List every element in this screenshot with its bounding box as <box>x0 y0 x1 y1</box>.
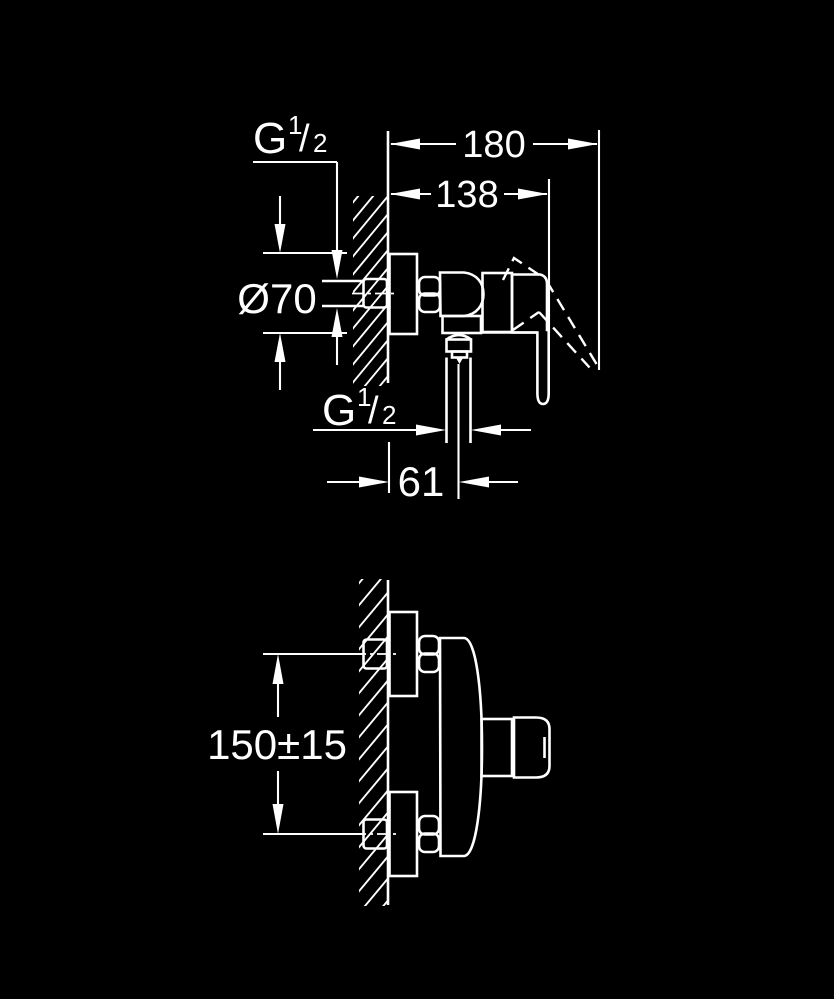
rosette-escutcheon <box>388 252 419 336</box>
dimension-138-label: 138 <box>435 174 498 216</box>
arrowhead-down <box>331 250 343 279</box>
side-view: 180 138 G 1 / 2 <box>237 110 601 505</box>
outlet-union-nut <box>445 338 473 353</box>
cartridge-ring <box>481 271 514 334</box>
arrowhead-down <box>274 224 286 253</box>
outlet-shoulder <box>445 333 472 341</box>
lever-handle-open-dashed <box>501 256 598 369</box>
dimension-diameter-label: Ø70 <box>237 275 316 322</box>
arrowhead-left <box>390 188 420 200</box>
arrowhead-right <box>518 188 548 200</box>
dimension-connection-distance: 150±15 <box>207 652 362 836</box>
valve-body-lower <box>441 314 483 335</box>
hex-nut-upper-a <box>417 634 441 656</box>
arrowhead-up <box>272 654 284 684</box>
thread-callout-outlet: G 1 / 2 <box>313 382 531 436</box>
arrowhead-right <box>359 476 389 488</box>
thread-top-slash: / <box>299 118 310 160</box>
rosette-upper <box>388 610 419 698</box>
dimension-61-label: 61 <box>398 458 445 505</box>
thread-outlet-base: G <box>322 386 356 435</box>
dimension-depth-to-handle: 138 <box>390 174 551 333</box>
hex-nut-lower-a <box>417 814 441 836</box>
outlet-nipple <box>450 350 469 359</box>
arrowhead-down <box>272 804 284 834</box>
thread-outlet-denominator: 2 <box>382 400 396 430</box>
dimension-overall-depth: 180 <box>390 124 601 370</box>
hex-nut-upper-b <box>417 652 441 674</box>
arrowhead-right <box>416 424 446 436</box>
thread-top-denominator: 2 <box>313 128 327 158</box>
thread-outlet-slash: / <box>368 390 379 432</box>
outlet-tip <box>455 357 464 364</box>
lever-handle-closed <box>510 273 550 406</box>
cartridge-housing <box>480 717 514 778</box>
handle-end <box>512 716 551 779</box>
thread-label-outlet: G 1 / 2 <box>322 382 396 435</box>
arrowhead-left <box>459 476 489 488</box>
wall-hatching <box>359 579 388 906</box>
arrowhead-right <box>568 138 598 150</box>
thread-top-base: G <box>253 114 287 163</box>
valve-body <box>438 636 484 858</box>
dimension-150-label: 150±15 <box>207 721 347 768</box>
arrowhead-up <box>331 308 343 337</box>
dimension-outlet-offset: 61 <box>327 442 518 505</box>
dimension-rosette-diameter: Ø70 <box>237 196 347 390</box>
hex-nut-lower-b <box>417 832 441 854</box>
top-view: 150±15 <box>207 579 551 906</box>
valve-body <box>438 271 485 318</box>
faucet-side-view <box>322 252 598 499</box>
arrowhead-left <box>471 424 501 436</box>
thread-outlet-numerator: 1 <box>357 382 371 412</box>
arrowhead-left <box>390 138 420 150</box>
thread-label-top: G 1 / 2 <box>253 110 327 163</box>
thread-callout-top: G 1 / 2 <box>253 110 343 365</box>
rosette-lower <box>388 790 419 878</box>
arrowhead-up <box>274 333 286 362</box>
dimension-180-label: 180 <box>462 124 525 166</box>
thread-top-numerator: 1 <box>288 110 302 140</box>
wall-hatching <box>353 196 388 386</box>
faucet-top-view <box>354 610 551 878</box>
